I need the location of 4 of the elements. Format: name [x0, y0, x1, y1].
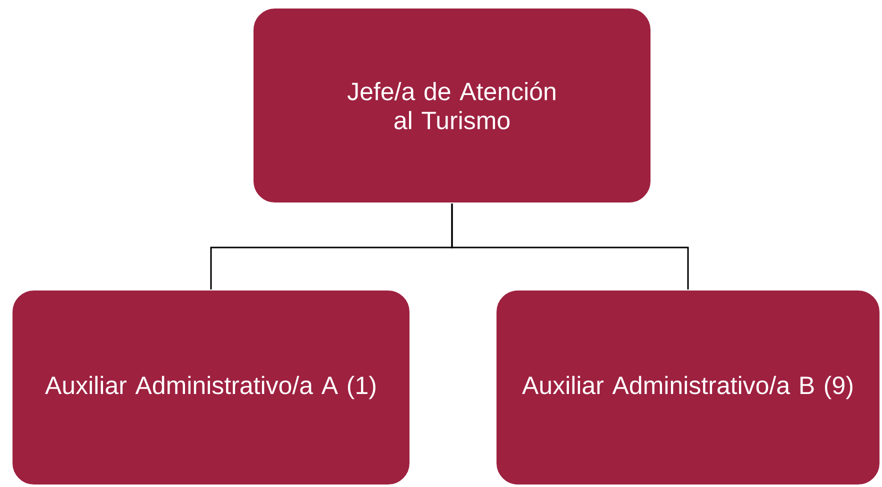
org-box: Jefe/a de Atención al Turismo: [252, 8, 652, 204]
org-box: Auxiliar Administrativo/a A (1): [12, 290, 410, 486]
connector-line: [451, 204, 689, 290]
org-box: Auxiliar Administrativo/a B (9): [496, 290, 881, 486]
